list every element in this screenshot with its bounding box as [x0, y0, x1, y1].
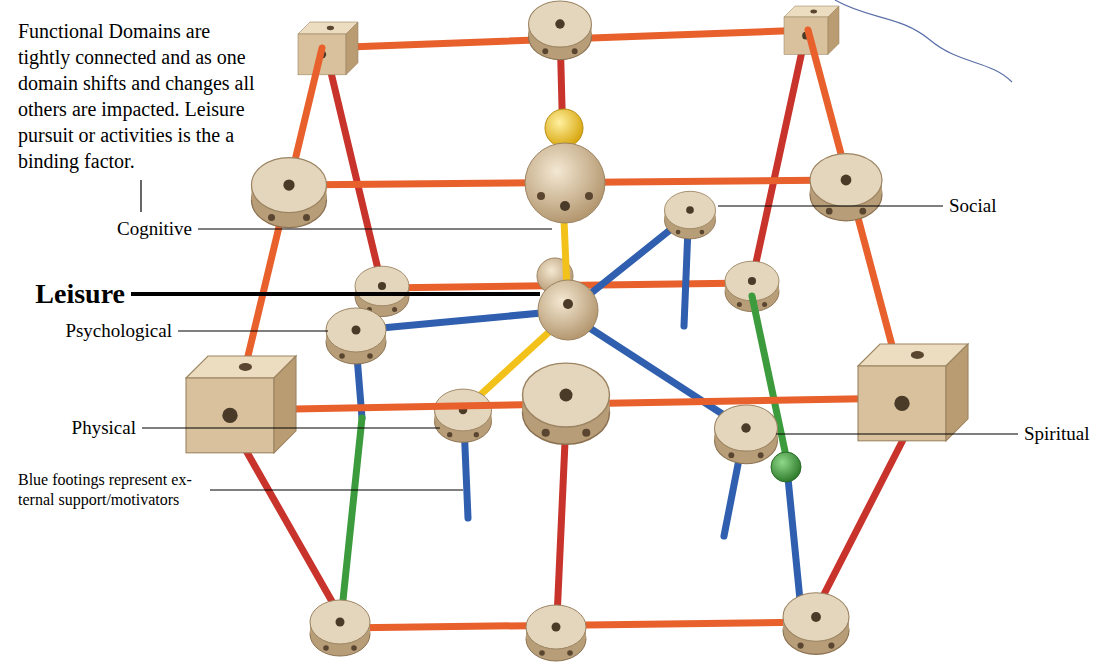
back-pieces [298, 1, 839, 317]
sphere-hole [560, 201, 570, 211]
domain-label: Social [949, 195, 997, 218]
leader-line [140, 180, 141, 212]
leader-line [776, 433, 1018, 434]
note-text: Functional Domains are tightly connected… [18, 18, 262, 174]
leader-line [210, 489, 463, 490]
red-rod [752, 42, 804, 281]
sphere-hole [585, 192, 593, 200]
wood-spool [523, 363, 610, 444]
yellow-bead [545, 109, 583, 147]
leader-line [142, 427, 440, 428]
physical-spool [435, 389, 492, 442]
middle-rods [235, 30, 906, 600]
wood-spool [310, 600, 370, 656]
green-rod [343, 418, 362, 600]
leader-line [718, 205, 943, 206]
wood-block [298, 22, 358, 75]
pen-scribble [835, 0, 1012, 82]
psychological-spool [326, 308, 386, 364]
sphere-hole [563, 299, 573, 309]
leader-line [198, 228, 552, 229]
front-pieces [186, 344, 968, 661]
note-text: Blue footings represent ex- ternal suppo… [18, 470, 203, 510]
wood-spool [529, 1, 592, 60]
wood-spool [252, 158, 327, 228]
blue-footing [684, 228, 688, 326]
social-spool [665, 191, 716, 239]
wood-block [858, 344, 968, 441]
leisure-hub [538, 280, 598, 340]
wood-spool [810, 154, 882, 221]
leader-lines [131, 180, 1018, 490]
wood-spool [783, 593, 849, 655]
domain-label: Spiritual [1024, 423, 1089, 446]
domain-label: Physical [72, 417, 136, 440]
blue-rod [788, 478, 800, 600]
orange-rod [808, 30, 906, 398]
cognitive-sphere [525, 143, 605, 223]
green-bead [771, 452, 801, 482]
red-rod [818, 436, 905, 606]
leader-line [131, 292, 540, 296]
red-rod [328, 60, 382, 286]
domain-label: Psychological [65, 320, 172, 343]
sphere-hole [537, 192, 545, 200]
domain-label: Cognitive [117, 218, 192, 241]
hub-label: Leisure [35, 277, 125, 311]
leader-line [178, 330, 328, 331]
spiritual-spool [715, 405, 778, 464]
red-rod [557, 420, 566, 618]
wood-block [186, 356, 296, 453]
yellow-rod [564, 220, 567, 290]
blue-rod [360, 312, 552, 330]
red-rod [240, 440, 338, 612]
wood-spool [526, 605, 586, 661]
